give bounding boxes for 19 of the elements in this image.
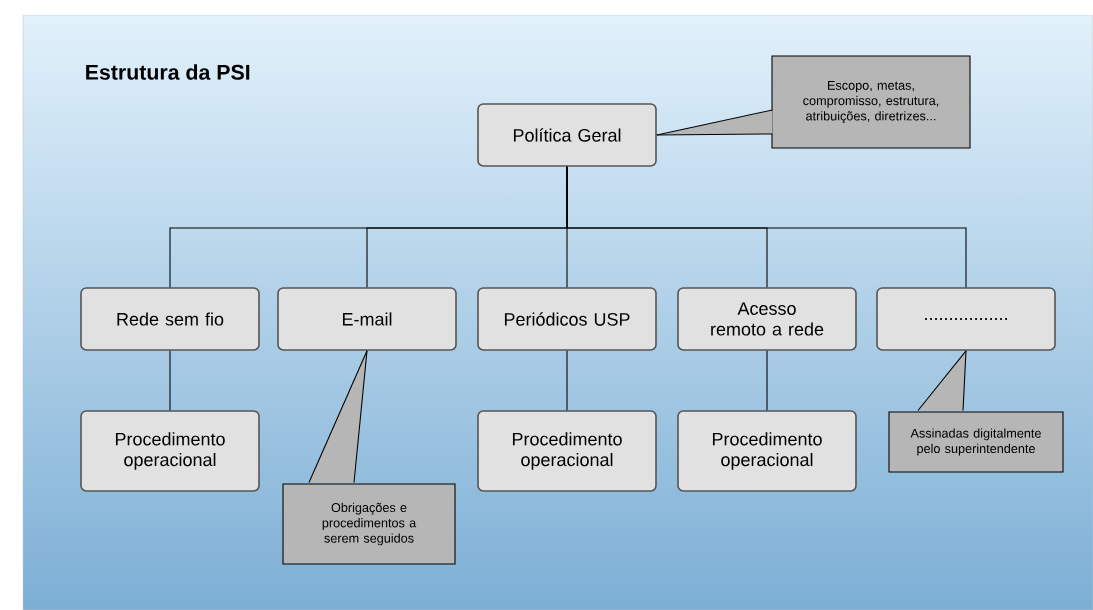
leader-line [656, 109, 773, 136]
process-box: Procedimento operacional [80, 410, 260, 492]
connector-line [766, 350, 768, 411]
process-box: ................. [876, 287, 1056, 351]
callout-box: Assinadas digitalmente pelo superintendente [888, 350, 1064, 473]
connector-line [169, 350, 171, 411]
leader-line [308, 350, 368, 483]
callout-box: Obrigações e procedimentos a serem seguidos [282, 350, 456, 565]
process-box: E-mail [277, 287, 457, 351]
process-box: Procedimento operacional [677, 410, 857, 492]
connector-line [566, 350, 568, 411]
diagram-title: Estrutura da PSI [86, 64, 250, 80]
connector-line [566, 166, 967, 288]
callout-box: Escopo, metas, compromisso, estrutura, atribuições, diretrizes... [656, 55, 971, 149]
process-box: Acesso remoto a rede [677, 287, 857, 351]
process-box: Periódicos USP [477, 287, 657, 351]
process-box: Política Geral [477, 103, 657, 167]
process-box: Rede sem fio [80, 287, 260, 351]
process-box: Procedimento operacional [477, 410, 657, 492]
